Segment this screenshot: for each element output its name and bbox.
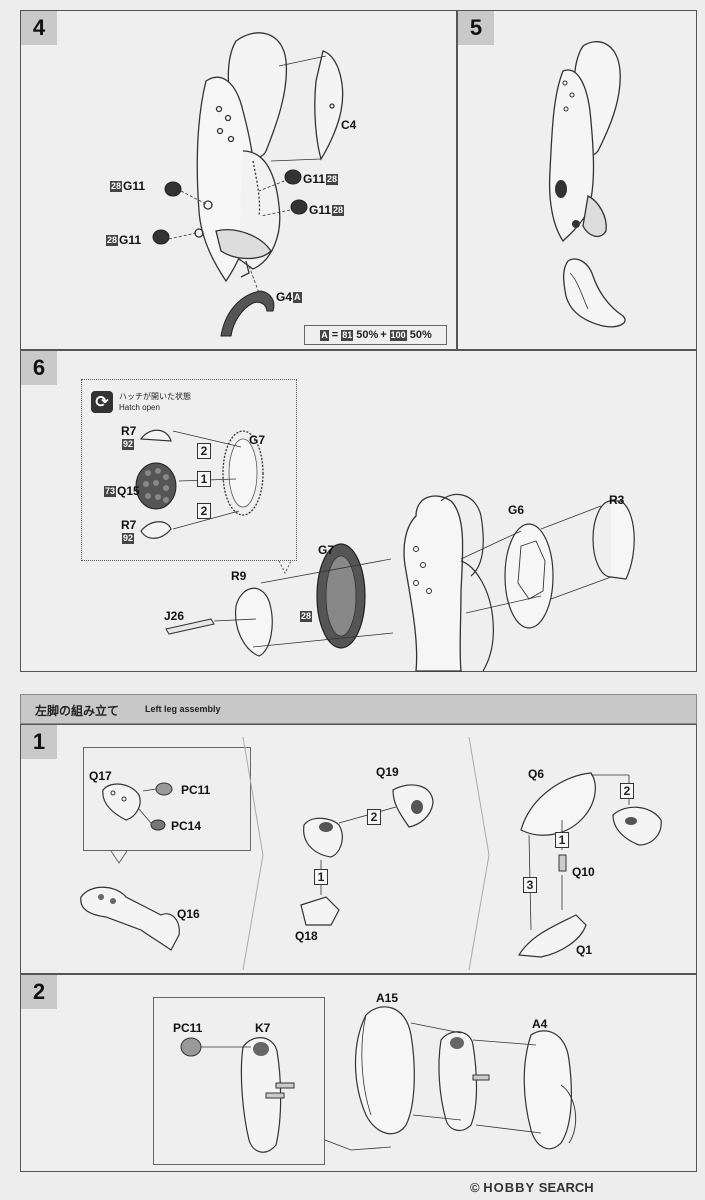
order-number: 2 (620, 783, 634, 799)
part-label-r3: R3 (609, 493, 625, 507)
part-label-g6: G6 (508, 503, 525, 517)
hatch-open-inset (81, 379, 297, 561)
hatch-open-label-jp: ハッチが開いた状態 (119, 392, 191, 401)
step-number: 6 (21, 351, 57, 385)
torso-side-drawing (548, 41, 626, 328)
part-label-k7: K7 (255, 1021, 271, 1035)
part-code: G4 (276, 290, 293, 304)
sub-assembly-box (153, 997, 325, 1165)
order-number: 1 (314, 869, 328, 885)
order-number: 1 (197, 471, 211, 487)
part-label-q6: Q6 (528, 767, 545, 781)
part-code: Q15 (117, 484, 140, 498)
rotate-icon: ⟳ (91, 391, 113, 413)
step-number: 4 (21, 11, 57, 45)
part-label-q18: Q18 (295, 929, 318, 943)
part-label-q19: Q19 (376, 765, 399, 779)
order-number: 2 (197, 443, 211, 459)
step-6-panel: 6 ⟳ ハッチが開いた状態 Hatch open (20, 350, 697, 672)
color-code: 28 (110, 181, 123, 193)
left-leg-step-1-panel: 1 (20, 724, 697, 974)
section-title-jp: 左脚の組み立て (35, 704, 120, 718)
leg-step2-drawing (180, 1006, 577, 1153)
part-label-q10: Q10 (572, 865, 595, 879)
order-number: 3 (523, 877, 537, 893)
order-number: 2 (197, 503, 211, 519)
color-code: 100 (389, 329, 407, 341)
step-number: 1 (21, 725, 57, 759)
part-label-a4: A4 (532, 1017, 548, 1031)
part-code: G11 (119, 233, 142, 247)
part-label-pc11: PC11 (173, 1021, 203, 1035)
color-code: 92 (122, 533, 135, 545)
leg-step1-drawing (80, 736, 662, 971)
color-code: A (293, 292, 302, 304)
part-label-g7: G7 (318, 543, 335, 557)
color-code: 28 (326, 174, 339, 186)
part-label-g7-inset: G7 (249, 433, 266, 447)
color-code: 28 (106, 235, 119, 247)
part-label-q17: Q17 (89, 769, 112, 783)
left-leg-step-2-panel: 2 PC11 K7 A15 A4 (20, 974, 697, 1172)
mix-plus: + (380, 329, 387, 341)
step-5-panel: 5 (457, 10, 697, 350)
hatch-open-label-en: Hatch open (119, 403, 160, 412)
part-label-j26: J26 (164, 609, 185, 623)
part-label-pc14: PC14 (171, 819, 202, 833)
order-number: 2 (367, 809, 381, 825)
part-label-q16: Q16 (177, 907, 200, 921)
part-label-r7-bottom: R7 92 (121, 519, 136, 545)
part-code: G11 (309, 203, 332, 217)
part-label-c4: C4 (341, 118, 357, 132)
color-code: 81 (341, 329, 354, 341)
part-label-q1: Q1 (576, 943, 593, 957)
step-4-panel: 4 (20, 10, 457, 350)
part-label-a15: A15 (376, 991, 399, 1005)
part-label-g7-color: 28 (299, 609, 313, 623)
part-label-pc11: PC11 (181, 783, 211, 797)
part-label-r7-top: R7 92 (121, 425, 136, 451)
step-number: 2 (21, 975, 57, 1009)
color-code: 73 (104, 486, 117, 498)
color-code: 92 (122, 439, 135, 451)
torso-front-drawing (152, 32, 344, 337)
part-code: G11 (123, 179, 146, 193)
color-code: A (320, 329, 329, 341)
brand-name: HOBBY (483, 1180, 536, 1195)
order-number: 1 (555, 832, 569, 848)
section-header-left-leg: 左脚の組み立て Left leg assembly (20, 694, 697, 724)
part-label-r9: R9 (231, 569, 247, 583)
section-title-en: Left leg assembly (145, 704, 221, 714)
hatch-inset-drawing (135, 429, 635, 672)
color-code: 28 (300, 611, 313, 623)
mix-percent: 50% (356, 329, 379, 341)
part-code: R7 (121, 518, 137, 532)
step-number: 5 (458, 11, 494, 45)
copyright-symbol: © (470, 1180, 480, 1195)
part-code: G11 (303, 172, 326, 186)
watermark: © HOBBY SEARCH (470, 1180, 594, 1195)
color-code: 28 (332, 205, 345, 217)
mix-percent: 50% (409, 329, 432, 341)
brand-name-2: SEARCH (538, 1180, 594, 1195)
mix-equals: = (331, 329, 339, 341)
part-code: R7 (121, 424, 137, 438)
color-mix-box: A = 81 50% + 100 50% (304, 325, 447, 345)
